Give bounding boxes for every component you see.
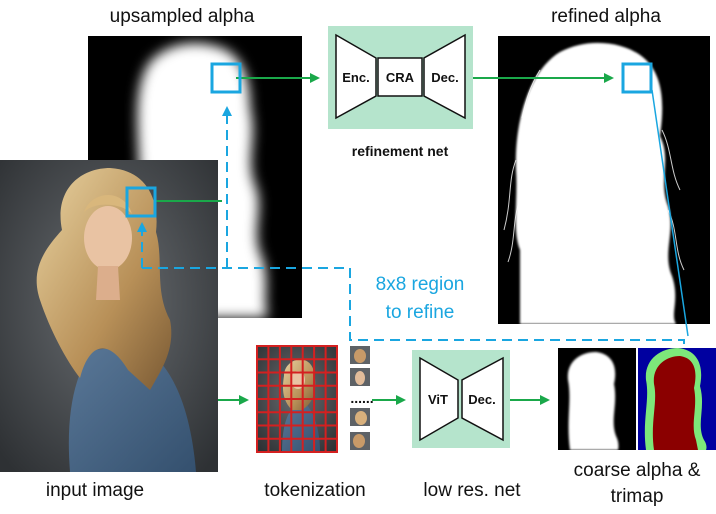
token-tiles <box>350 346 370 450</box>
upsampled-alpha-label: upsampled alpha <box>110 6 255 27</box>
coarse-alpha-label-line1: coarse alpha & <box>574 460 701 481</box>
coarse-alpha-image <box>558 348 636 450</box>
region-note-line2: to refine <box>386 302 455 323</box>
encoder-block-label: Enc. <box>342 70 369 85</box>
token-tile <box>350 368 370 386</box>
token-tile <box>350 346 370 364</box>
trimap-image <box>638 348 716 450</box>
coarse-alpha-label-line2: trimap <box>611 486 664 507</box>
dashed-line-region-to-trimap <box>142 267 685 344</box>
low-res-decoder-label: Dec. <box>468 392 495 407</box>
square-outline-icon <box>210 62 242 94</box>
region-dashed-lines <box>137 89 689 344</box>
square-outline-icon <box>125 186 157 218</box>
token-tile <box>350 432 370 450</box>
token-tile <box>350 408 370 426</box>
tokenization-grid <box>256 345 338 453</box>
refinement-net-label: refinement net <box>352 143 449 159</box>
vit-block-label: ViT <box>428 392 448 407</box>
line-trimap-to-refined <box>651 89 689 337</box>
tokenization-label: tokenization <box>264 480 365 501</box>
data-flow-arrows <box>156 73 614 405</box>
refinement-net: Enc. CRA Dec. <box>328 26 473 129</box>
token-ellipsis: ...... <box>350 390 373 406</box>
region-note-line1: 8x8 region <box>376 274 465 295</box>
cra-block-label: CRA <box>386 70 415 85</box>
low-res-net: ViT Dec. <box>412 350 510 448</box>
refined-alpha-panel <box>498 36 710 324</box>
input-image-label: input image <box>46 480 144 501</box>
square-outline-icon <box>621 62 653 94</box>
low-res-net-label: low res. net <box>423 480 521 501</box>
decoder-block-label: Dec. <box>431 70 458 85</box>
refined-alpha-label: refined alpha <box>551 6 661 27</box>
input-image <box>0 160 218 472</box>
